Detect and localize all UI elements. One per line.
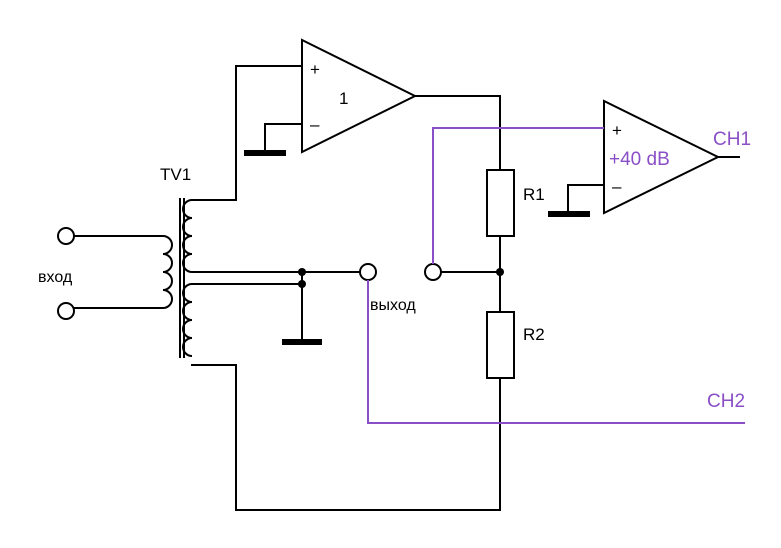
output-terminal-right	[424, 263, 442, 281]
opamp-2: + – +40 dB	[603, 99, 721, 215]
input-terminal-top	[57, 227, 75, 245]
resistor-r1	[486, 169, 515, 237]
opamp-1-plus-wire	[191, 65, 302, 201]
transformer-label: TV1	[160, 165, 191, 184]
opamp-1: + – 1	[301, 38, 418, 154]
junction-center-tap-upper	[298, 268, 306, 276]
junction-divider	[496, 268, 504, 276]
resistor-r2-label: R2	[523, 325, 545, 344]
probe-ch2-wire	[367, 280, 745, 424]
opamp-1-output-wire	[415, 95, 501, 170]
resistor-r2	[486, 311, 515, 379]
bottom-return-wire	[191, 364, 501, 511]
opamp-2-body	[603, 99, 721, 215]
input-label: вход	[38, 269, 73, 286]
opamp-2-minus-label: –	[612, 177, 622, 196]
input-terminal-bottom	[57, 302, 75, 320]
channel-1-label: CH1	[713, 129, 751, 150]
opamp-1-minus-label: –	[310, 115, 320, 134]
opamp-2-gain-label: +40 dB	[609, 149, 670, 170]
opamp-1-body	[301, 38, 418, 154]
junction-center-tap-lower	[298, 280, 306, 288]
output-label: выход	[370, 297, 416, 314]
transformer-tv1: TV1	[160, 165, 193, 358]
primary-coil	[162, 235, 173, 309]
opamp-1-gain-label: 1	[339, 89, 348, 108]
secondary-coil-lower	[182, 283, 193, 357]
opamp-1-plus-label: +	[310, 60, 320, 79]
probe-ch1-wire	[432, 127, 604, 264]
opamp-2-plus-label: +	[612, 121, 622, 140]
secondary-coil-upper	[182, 199, 193, 273]
output-terminal-left	[359, 263, 377, 281]
channel-2-label: CH2	[707, 391, 745, 412]
resistor-r1-label: R1	[523, 185, 545, 204]
opamp-2-minus-wire	[567, 184, 604, 213]
opamp-1-minus-wire	[264, 123, 302, 152]
